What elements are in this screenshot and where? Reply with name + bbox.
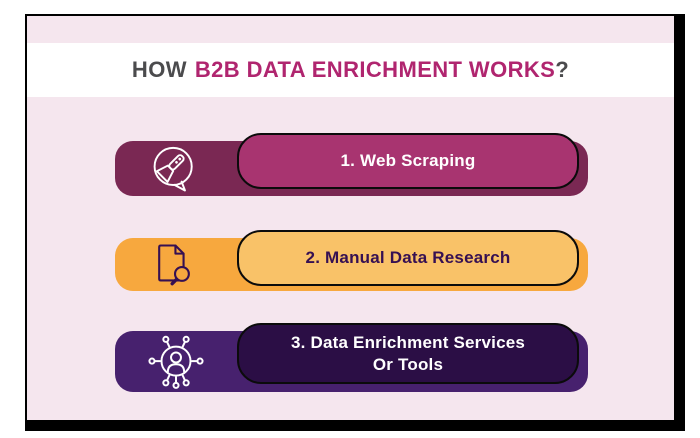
infographic-card: HOW B2B DATA ENRICHMENT WORKS? 1. Web Scr… xyxy=(25,14,685,431)
step-1-label: 1. Web Scraping xyxy=(340,151,476,171)
step-2-pill: 2. Manual Data Research xyxy=(237,230,579,286)
step-2-label: 2. Manual Data Research xyxy=(305,248,511,268)
title-highlight: B2B DATA ENRICHMENT WORKS xyxy=(194,57,556,82)
step-1-bar: 1. Web Scraping xyxy=(115,133,588,196)
web-scraping-speech-bubble-icon xyxy=(153,146,193,191)
step-3-pill: 3. Data Enrichment Services Or Tools xyxy=(237,323,579,384)
title-word-how: HOW xyxy=(131,57,187,82)
title-band: HOW B2B DATA ENRICHMENT WORKS? xyxy=(27,43,674,97)
step-1-pill: 1. Web Scraping xyxy=(237,133,579,189)
step-3-label-line2: Or Tools xyxy=(372,354,444,374)
title-question-mark: ? xyxy=(555,57,570,82)
document-magnifier-icon xyxy=(158,243,190,285)
step-2-bar: 2. Manual Data Research xyxy=(115,230,588,291)
network-person-icon xyxy=(148,335,204,389)
step-3-bar: 3. Data Enrichment Services Or Tools xyxy=(115,323,588,392)
page-title: HOW B2B DATA ENRICHMENT WORKS? xyxy=(132,57,569,83)
step-3-label-line1: 3. Data Enrichment Services xyxy=(290,333,526,353)
